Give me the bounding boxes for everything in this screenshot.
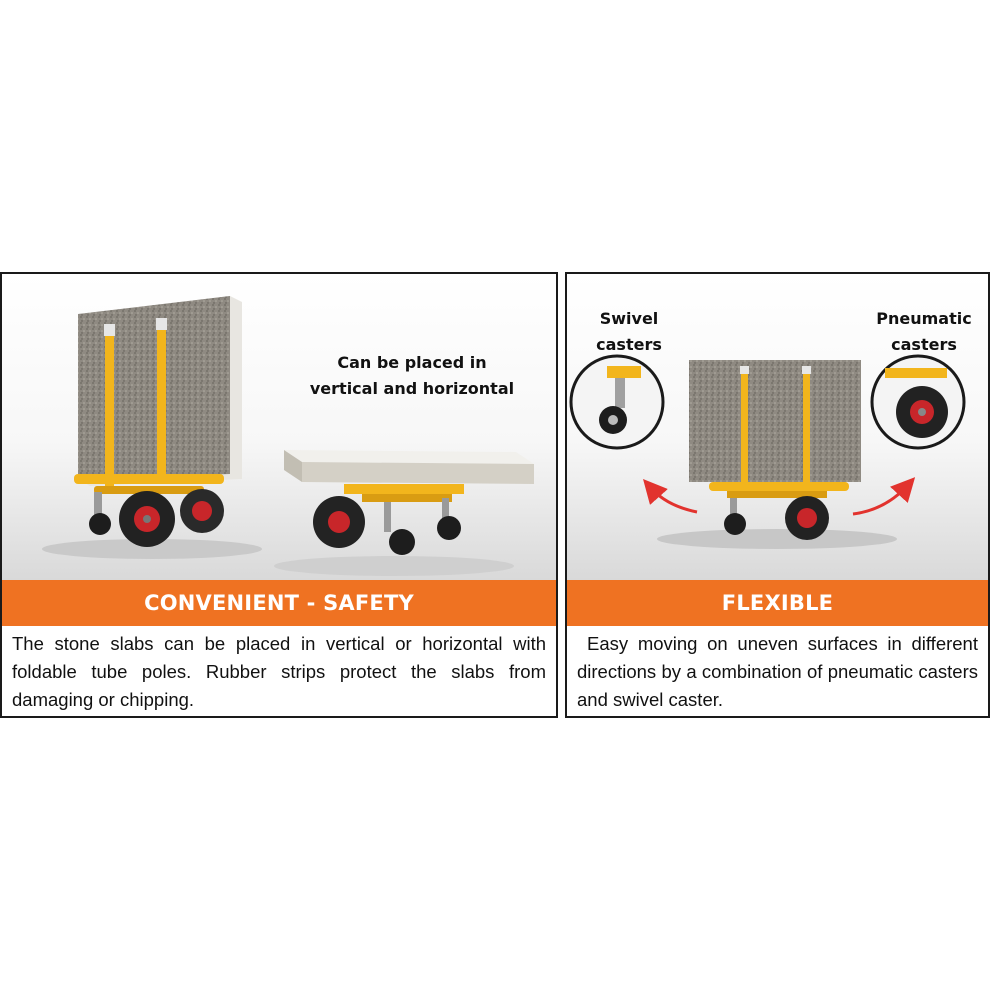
left-scene (2, 274, 556, 580)
flexible-cart-illustration (569, 354, 966, 549)
right-scene (567, 274, 988, 580)
convenient-safety-description: The stone slabs can be placed in vertica… (12, 633, 546, 710)
flexible-panel: Swivel casters Pneumatic casters FLEXIBL… (565, 272, 990, 718)
convenient-safety-panel: Can be placed in vertical and horizontal… (0, 272, 558, 718)
pneumatic-casters-label: Pneumatic casters (876, 309, 972, 354)
horizontal-slab-cart-illustration (274, 450, 534, 576)
placement-caption: Can be placed in vertical and horizontal (309, 353, 515, 398)
convenient-safety-banner: CONVENIENT - SAFETY (2, 580, 556, 626)
vertical-slab-cart-illustration (42, 296, 262, 559)
flexible-description: Easy moving on uneven surfaces in differ… (577, 633, 978, 710)
swivel-casters-label: Swivel casters (596, 309, 662, 354)
flexible-banner: FLEXIBLE (567, 580, 988, 626)
